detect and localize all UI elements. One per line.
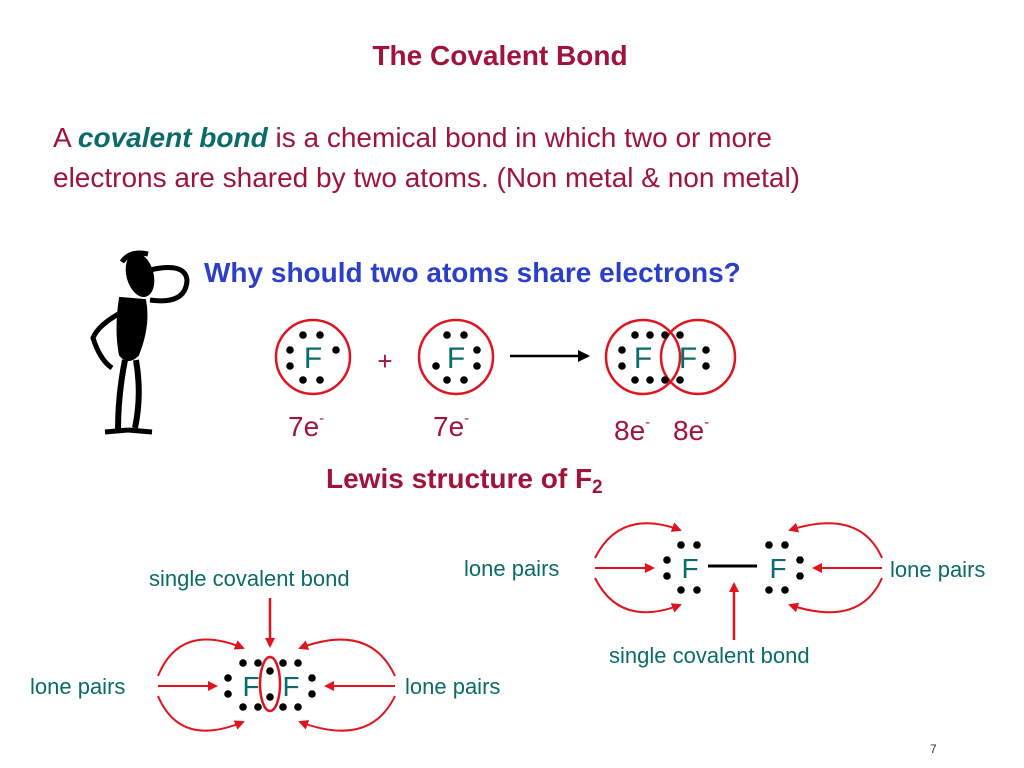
- question-heading: Why should two atoms share electrons?: [204, 257, 741, 288]
- slide-number: 7: [930, 742, 937, 756]
- electron-count-4: 8e-: [673, 414, 710, 446]
- fluorine-atom-2: F: [417, 318, 495, 396]
- definition-term: covalent bond: [77, 122, 268, 153]
- lewis-diagram-right: F F: [594, 522, 883, 640]
- lewis-structure-heading: Lewis structure of F2: [326, 463, 603, 498]
- atom-symbol: F: [634, 342, 652, 375]
- atom-symbol: F: [769, 553, 786, 584]
- fluorine-atom-1: F: [274, 318, 352, 396]
- definition-text: A covalent bond is a chemical bond in wh…: [53, 118, 993, 198]
- right-bond-label: single covalent bond: [609, 643, 810, 668]
- left-lone-pairs-left-label: lone pairs: [30, 674, 126, 699]
- atom-symbol: F: [304, 342, 322, 375]
- electron-count-1: 7e-: [288, 410, 325, 442]
- atom-symbol: F: [447, 342, 465, 375]
- atom-symbol: F: [282, 671, 299, 702]
- atom-symbol: F: [242, 671, 259, 702]
- electron-count-3: 8e-: [614, 414, 651, 446]
- electron-count-2: 7e-: [433, 410, 470, 442]
- atom-symbol: F: [679, 342, 697, 375]
- plus-sign: +: [377, 346, 392, 376]
- right-lone-pairs-right-label: lone pairs: [890, 557, 986, 582]
- atom-symbol: F: [681, 553, 698, 584]
- fluorine-molecule: F F: [604, 318, 737, 396]
- slide-title: The Covalent Bond: [372, 40, 628, 71]
- definition-rest: is a chemical bond in which two or more: [267, 122, 772, 153]
- definition-prefix: A: [53, 122, 78, 153]
- definition-line2: electrons are shared by two atoms. (Non …: [53, 162, 801, 193]
- left-lone-pairs-right-label: lone pairs: [405, 674, 501, 699]
- thinking-figure-icon: [90, 250, 190, 435]
- right-lone-pairs-left-label: lone pairs: [464, 556, 560, 581]
- shared-pair-highlight: [258, 655, 282, 713]
- lewis-diagram-left: F F: [157, 598, 396, 732]
- left-bond-label: single covalent bond: [149, 566, 350, 591]
